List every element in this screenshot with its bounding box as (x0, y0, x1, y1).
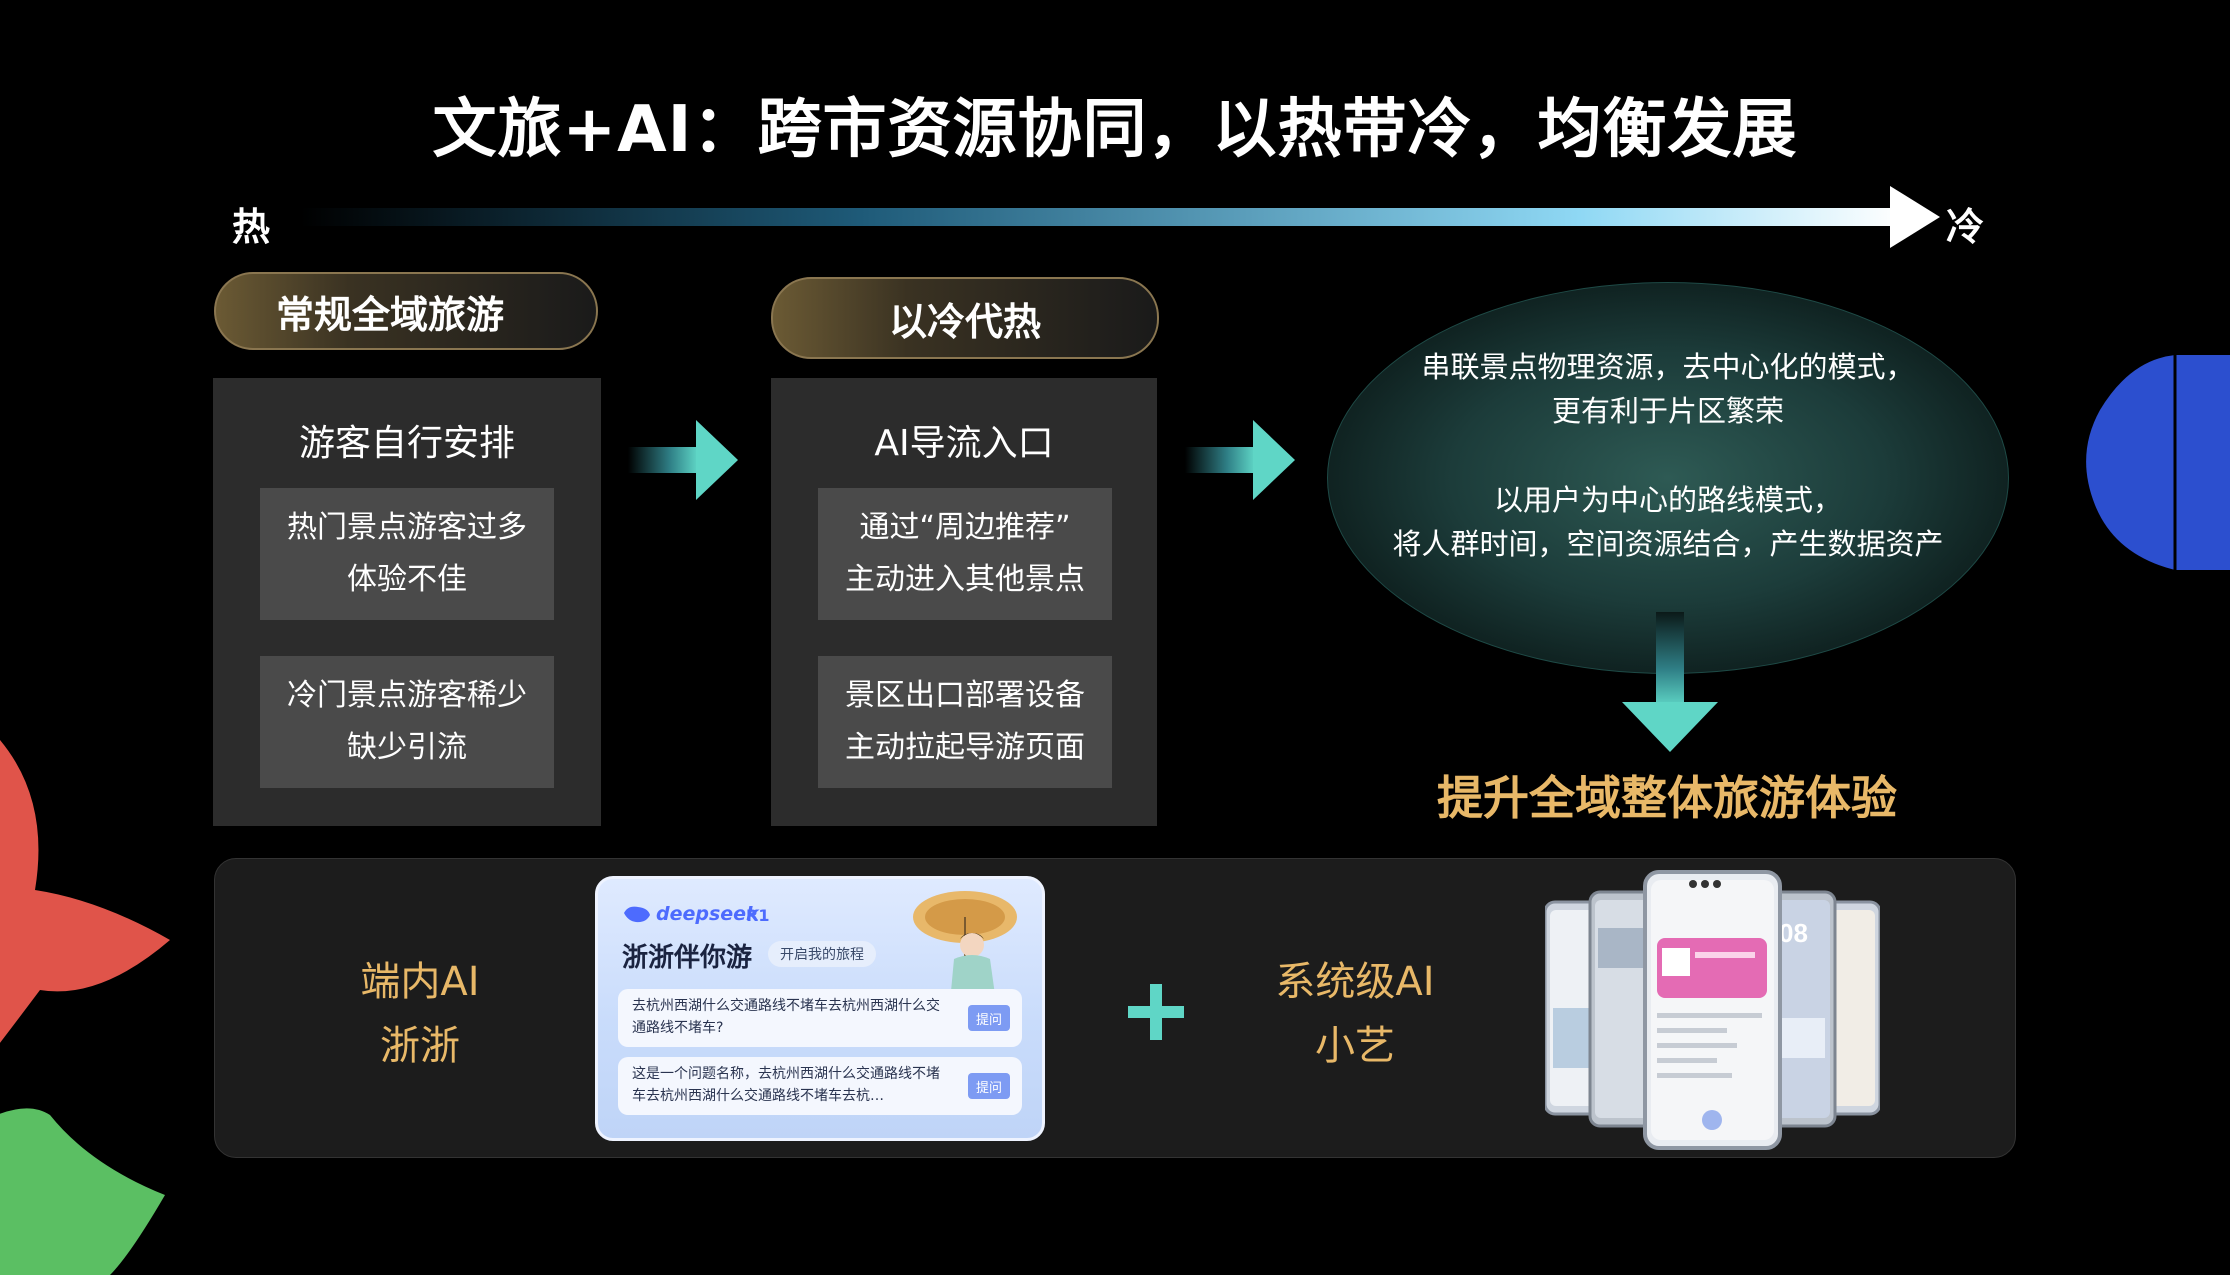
umbrella-lady-illustration (913, 891, 1017, 1002)
start-journey-chip[interactable]: 开启我的旅程 (768, 941, 876, 967)
card-line: 体验不佳 (347, 562, 467, 597)
question-text: 这是一个问题名称，去杭州西湖什么交通路线不堵车去杭州西湖什么交通路线不堵车去杭… (632, 1066, 940, 1104)
question-text: 去杭州西湖什么交通路线不堵车去杭州西湖什么交通路线不堵车? (632, 998, 940, 1036)
panel-heading: AI导流入口 (874, 423, 1054, 464)
card-line: 主动拉起导游页面 (845, 730, 1085, 765)
in-app-ai-label: 端内AI 浙浙 (320, 950, 520, 1078)
model-badge: R1 (746, 906, 770, 925)
label-line: 浙浙 (380, 1023, 460, 1069)
bubble-line: 将人群时间，空间资源结合，产生数据资产 (1392, 527, 1944, 561)
plus-icon (1128, 984, 1184, 1040)
outcome-bubble: 串联景点物理资源，去中心化的模式， 更有利于片区繁荣 以用户为中心的路线模式， … (1327, 282, 2009, 674)
deepseek-whale-icon (624, 906, 650, 923)
right-arrow-icon (1185, 420, 1295, 500)
app-title: 浙浙伴你游 (622, 943, 753, 973)
info-card: 冷门景点游客稀少 缺少引流 (260, 656, 554, 788)
card-line: 冷门景点游客稀少 (287, 678, 527, 713)
suggested-question[interactable]: 去杭州西湖什么交通路线不堵车去杭州西湖什么交通路线不堵车? 提问 (618, 989, 1022, 1047)
bubble-line: 串联景点物理资源，去中心化的模式， (1421, 350, 1915, 384)
xiaoyi-phones-illustration: 08 (1545, 870, 1880, 1150)
bubble-line: 以用户为中心的路线模式， (1493, 483, 1842, 517)
down-arrow-icon (1622, 612, 1718, 752)
slide-title: 文旅+AI：跨市资源协同，以热带冷，均衡发展 (432, 93, 1798, 167)
label-line: 端内AI (360, 959, 480, 1005)
stage-pill-cold-for-hot: 以冷代热 (771, 277, 1159, 359)
stage-pill-regular: 常规全域旅游 (214, 272, 598, 350)
stage-panel-ai-guide: AI导流入口 通过“周边推荐” 主动进入其他景点 景区出口部署设备 主动拉起导游… (771, 378, 1157, 826)
card-line: 主动进入其他景点 (845, 562, 1085, 597)
conclusion-text: 提升全域整体旅游体验 (1437, 771, 1897, 825)
info-card: 景区出口部署设备 主动拉起导游页面 (818, 656, 1112, 788)
hot-label: 热 (232, 205, 271, 249)
right-arrow-icon (628, 420, 738, 500)
zhezhe-app-card: deepseek R1 浙浙伴你游 开启我的旅程 去杭州西湖什么交通路线不堵车去… (595, 876, 1045, 1141)
info-card: 热门景点游客过多 体验不佳 (260, 488, 554, 620)
label-line: 系统级AI (1275, 959, 1435, 1005)
blue-decorative-shape (2086, 355, 2230, 570)
info-card: 通过“周边推荐” 主动进入其他景点 (818, 488, 1112, 620)
cold-label: 冷 (1946, 205, 1985, 249)
deepseek-logo-text: deepseek (656, 903, 759, 925)
panel-heading: 游客自行安排 (298, 423, 515, 464)
label-line: 小艺 (1315, 1023, 1395, 1069)
card-line: 热门景点游客过多 (287, 510, 527, 545)
red-decorative-shape (0, 740, 170, 1043)
bubble-line: 更有利于片区繁荣 (1551, 394, 1784, 428)
card-line: 通过“周边推荐” (859, 510, 1071, 545)
suggested-question[interactable]: 这是一个问题名称，去杭州西湖什么交通路线不堵车去杭州西湖什么交通路线不堵车去杭…… (618, 1057, 1022, 1115)
hot-to-cold-arrow (300, 186, 1940, 248)
svg-text:08: 08 (1779, 918, 1808, 948)
card-line: 景区出口部署设备 (845, 678, 1085, 713)
stage-panel-regular: 游客自行安排 热门景点游客过多 体验不佳 冷门景点游客稀少 缺少引流 (213, 378, 601, 826)
ask-button[interactable]: 提问 (968, 1073, 1010, 1099)
green-decorative-shape (0, 1108, 165, 1275)
system-ai-label: 系统级AI 小艺 (1230, 950, 1480, 1078)
ask-button[interactable]: 提问 (968, 1005, 1010, 1031)
card-line: 缺少引流 (347, 730, 467, 765)
